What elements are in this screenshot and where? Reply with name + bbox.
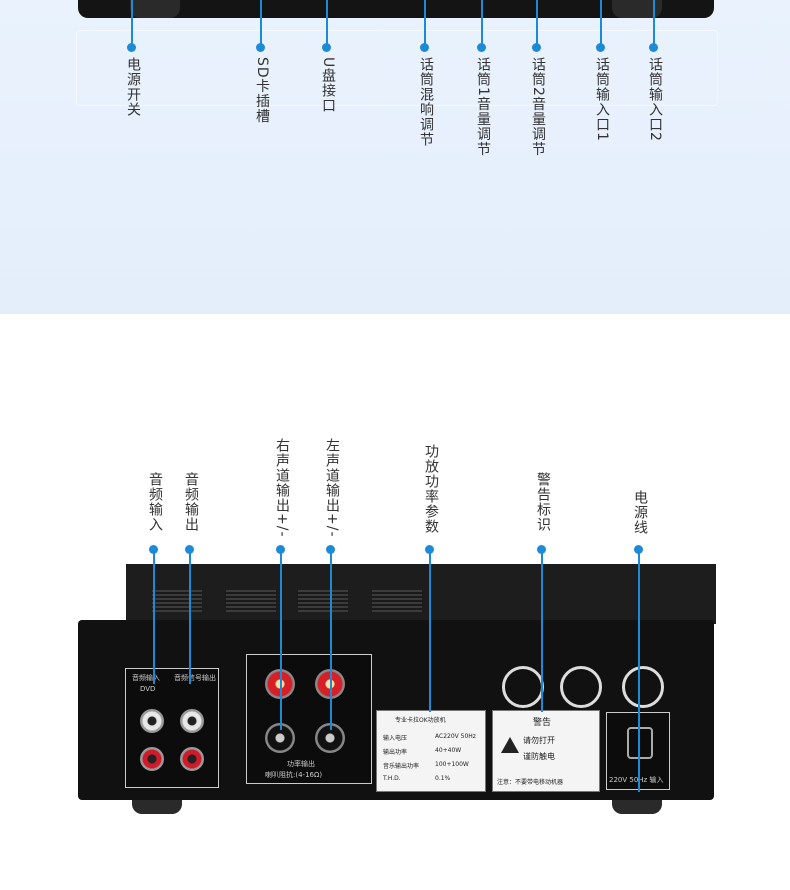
power-spec-label: 专业卡拉OK功放机 输入电压 AC220V 50Hz 输出功率 40+40W 音… [376, 710, 486, 792]
spec-row-key: T.H.D. [383, 775, 401, 782]
callout-line [653, 0, 655, 44]
vent-slot [226, 590, 276, 612]
callout-line [131, 0, 133, 44]
spec-row-value: 40+40W [435, 747, 462, 754]
callout-line [330, 552, 332, 730]
amplifier-foot-left [132, 800, 182, 814]
dvd-label: DVD [140, 685, 156, 693]
callout-sd-slot: SD卡插槽 [254, 57, 270, 124]
ccc-logo [622, 666, 664, 708]
callout-dot [532, 43, 541, 52]
callout-line [638, 552, 640, 792]
callout-dot [326, 545, 335, 554]
vent-slot [298, 590, 348, 612]
rca-jack-white-out[interactable] [180, 709, 204, 733]
callout-dot [127, 43, 136, 52]
spec-title: 专业卡拉OK功放机 [395, 717, 446, 724]
bottom-section: 音频输入 音频信号输出 DVD 功率输出 喇叭阻抗:(4-16Ω) 专业卡拉OK… [0, 314, 790, 890]
callout-warning-label: 警告标识 [535, 472, 551, 532]
rca-jack-panel: 音频输入 音频信号输出 DVD [125, 668, 219, 788]
rca-jack-red-in[interactable] [140, 747, 164, 771]
callout-line [429, 552, 431, 712]
spec-row-value: AC220V 50Hz [435, 733, 476, 740]
callout-dot [185, 545, 194, 554]
callout-dot [649, 43, 658, 52]
callout-usb-port: U盘接口 [320, 57, 336, 114]
warning-note: 注意：不要带电移动机器 [497, 779, 564, 786]
callout-mic-input-1: 话筒输入口1 [594, 57, 610, 142]
spec-row-value: 0.1% [435, 775, 451, 782]
callout-dot [322, 43, 331, 52]
callout-line [481, 0, 483, 44]
callout-dot [596, 43, 605, 52]
speaker-terminal-panel: 功率输出 喇叭阻抗:(4-16Ω) [246, 654, 372, 784]
warning-title: 警告 [533, 718, 552, 728]
amplifier-foot-right [612, 800, 662, 814]
callout-mic-input-2: 话筒输入口2 [647, 57, 663, 142]
callout-dot [634, 545, 643, 554]
callout-line [541, 552, 543, 712]
callout-line [326, 0, 328, 44]
callout-mic1-volume: 话筒1音量调节 [475, 57, 491, 157]
amplifier-foot-right [612, 0, 662, 18]
spec-row-key: 音乐输出功率 [383, 763, 420, 770]
callout-dot [537, 545, 546, 554]
callout-audio-input: 音频输入 [147, 472, 163, 532]
callout-dot [477, 43, 486, 52]
callout-line [600, 0, 602, 44]
speaker-output-label: 功率输出 [287, 760, 315, 768]
top-section: 电源开关 SD卡插槽 U盘接口 话筒混响调节 话筒1音量调节 话筒2音量调节 话… [0, 0, 790, 314]
rca-jack-red-out[interactable] [180, 747, 204, 771]
callout-line [280, 552, 282, 730]
callout-dot [276, 545, 285, 554]
rca-jack-white-in[interactable] [140, 709, 164, 733]
callout-power-switch: 电源开关 [125, 57, 141, 117]
callout-dot [420, 43, 429, 52]
callout-line [536, 0, 538, 44]
callout-line [153, 552, 155, 684]
callout-line [260, 0, 262, 44]
amplifier-foot-left [130, 0, 180, 18]
callout-power-cord: 电源线 [632, 490, 648, 535]
callout-audio-output: 音频输出 [183, 472, 199, 532]
amplifier-front-underside [78, 0, 714, 18]
warning-line-1: 请勿打开 [523, 736, 555, 745]
rca-in-label: 音频输入 [132, 674, 160, 682]
callout-power-parameters: 功放功率参数 [423, 444, 439, 534]
front-panel-reflection [76, 30, 718, 106]
spec-row-key: 输出功率 [383, 749, 408, 756]
callout-left-channel: 左声道输出+/- [324, 438, 340, 538]
spec-row-key: 输入电压 [383, 735, 408, 742]
certification-logo [502, 666, 544, 708]
spec-row-value: 100+100W [435, 761, 469, 768]
impedance-label: 喇叭阻抗:(4-16Ω) [265, 771, 323, 779]
rca-out-label: 音频信号输出 [174, 674, 216, 682]
power-cord-icon [627, 727, 653, 759]
callout-dot [425, 545, 434, 554]
callout-line [189, 552, 191, 684]
callout-mic-reverb: 话筒混响调节 [418, 57, 434, 147]
vent-slot [372, 590, 422, 612]
callout-dot [149, 545, 158, 554]
lightning-warning-icon [501, 737, 519, 753]
power-input-label: 220V 50Hz 输入 [609, 776, 664, 784]
warning-line-2: 谨防触电 [523, 752, 555, 761]
callout-mic2-volume: 话筒2音量调节 [530, 57, 546, 157]
certification-logo [560, 666, 602, 708]
vent-slot [152, 590, 202, 612]
callout-dot [256, 43, 265, 52]
warning-label: 警告 请勿打开 谨防触电 注意：不要带电移动机器 [492, 710, 600, 792]
callout-line [424, 0, 426, 44]
callout-right-channel: 右声道输出+/- [274, 438, 290, 538]
